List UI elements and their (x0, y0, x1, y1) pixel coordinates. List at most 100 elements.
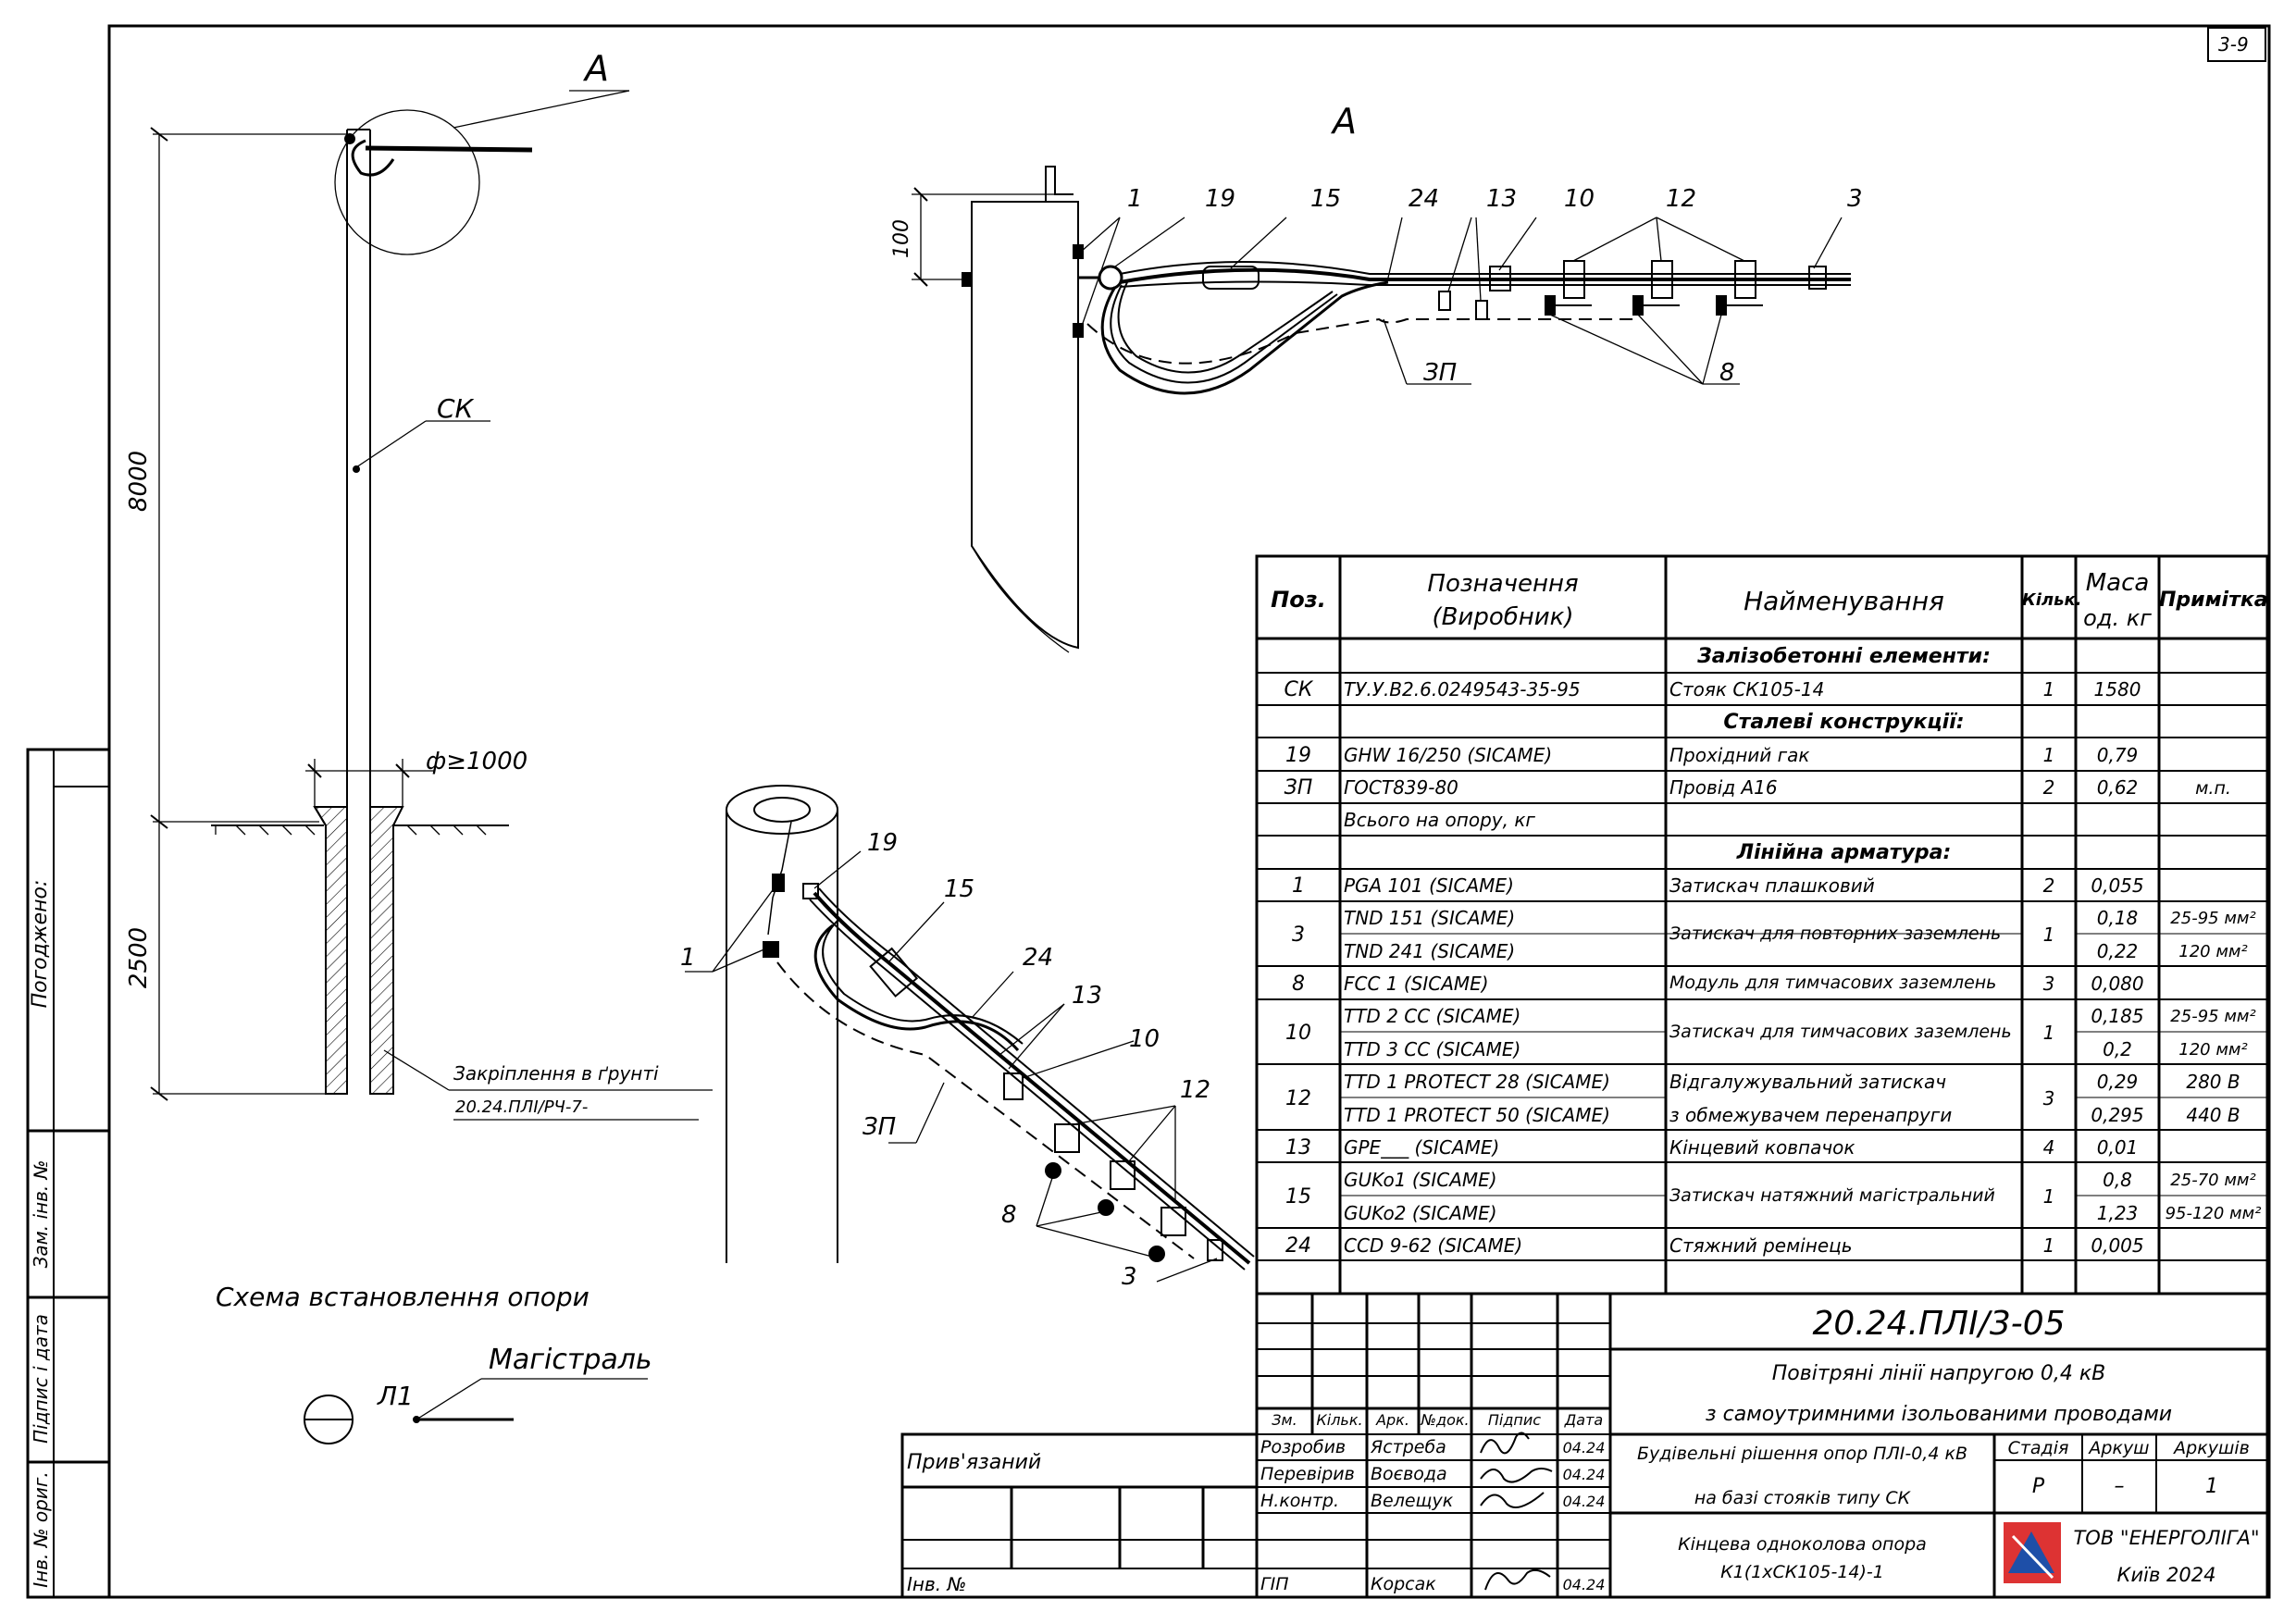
row-13-name: Кінцевий ковпачок (1669, 1136, 1855, 1159)
row-3-note-2: 120 мм² (2178, 942, 2248, 961)
part-line-1: Будівельні рішення опор ПЛІ-0,4 кВ (1637, 1444, 1967, 1464)
sheets-label: Аркушів (2174, 1438, 2250, 1458)
row-ck-qty: 1 (2042, 678, 2055, 700)
header-mass-2: од. кг (2083, 605, 2152, 631)
iso-callout-12: 12 (1180, 1076, 1211, 1104)
detail-callout-1: 1 (1127, 185, 1143, 213)
row-total-label: Всього на опору, кг (1344, 809, 1535, 831)
iso-callout-3: 3 (1122, 1263, 1137, 1291)
row-1-name: Затискач плашковий (1669, 874, 1875, 897)
row-10-note-2: 120 мм² (2178, 1040, 2248, 1060)
pole-view-label: A (585, 48, 609, 89)
row-19-pos: 19 (1285, 744, 1311, 767)
inv-no-label: Інв. № (907, 1573, 967, 1595)
detail-callout-zp: ЗП (1423, 359, 1458, 387)
row-12-name: Відгалужувальний затискач (1669, 1071, 1947, 1093)
project-line-1: Повітряні лінії напругою 0,4 кВ (1771, 1362, 2106, 1385)
iso-callout-19: 19 (867, 829, 899, 857)
row-15-designation-2: GUKo2 (SICAME) (1344, 1202, 1497, 1224)
row-8-pos: 8 (1292, 973, 1305, 996)
detail-callout-13: 13 (1486, 185, 1518, 213)
row-15-note-2: 95-120 мм² (2165, 1204, 2262, 1223)
row-3-designation: TND 151 (SICAME) (1344, 907, 1516, 929)
pole-label: СК (437, 393, 474, 424)
row-3-pos: 3 (1292, 924, 1305, 947)
row-3-designation-2: TND 241 (SICAME) (1344, 940, 1516, 962)
row-12-pos: 12 (1285, 1087, 1311, 1110)
row-8-name: Модуль для тимчасових заземлень (1669, 973, 1997, 993)
stamp-zam-inv: Зам. інв. № (30, 1159, 52, 1269)
row-10-pos: 10 (1285, 1022, 1311, 1045)
col-header-change: Зм. (1272, 1411, 1297, 1429)
row-13-designation: GPE___ (SICAME) (1344, 1136, 1500, 1159)
row-10-designation: TTD 2 CC (SICAME) (1344, 1005, 1521, 1027)
row-ck-designation: ТУ.У.В2.6.0249543-35-95 (1344, 678, 1581, 700)
row-zp-name: Провід А16 (1669, 776, 1778, 799)
iso-callout-13: 13 (1072, 982, 1103, 1010)
iso-callout-15: 15 (944, 875, 975, 903)
staff-role-developer: Розробив (1260, 1437, 1347, 1457)
row-10-mass: 0,185 (2091, 1005, 2144, 1027)
pole-elevation (150, 90, 713, 1121)
sheet-title-2: К1(1хСК105-14)-1 (1720, 1562, 1884, 1582)
row-19-qty: 1 (2042, 744, 2055, 766)
row-19-designation: GHW 16/250 (SICAME) (1344, 744, 1553, 766)
row-19-mass: 0,79 (2096, 744, 2139, 766)
sheet-code: 3-9 (2218, 33, 2249, 56)
row-12-qty: 3 (2042, 1087, 2055, 1110)
col-header-sheet: Арк. (1376, 1411, 1409, 1429)
header-note: Примітка (2159, 589, 2268, 612)
staff-name-checker: Воєвода (1371, 1464, 1447, 1484)
header-designation-1: Позначення (1427, 570, 1579, 598)
sheets-value: 1 (2205, 1475, 2218, 1498)
signatures (1480, 1432, 1553, 1591)
company-logo (2004, 1522, 2061, 1583)
row-8-mass: 0,080 (2091, 973, 2144, 995)
row-3-note: 25-95 мм² (2170, 909, 2256, 928)
col-header-qty: Кільк. (1316, 1411, 1363, 1429)
detail-title: A (1333, 101, 1357, 142)
staff-role-chief-engineer: ГІП (1260, 1574, 1289, 1594)
row-13-mass: 0,01 (2096, 1136, 2139, 1159)
detail-a-drawing (912, 166, 1851, 653)
row-zp-mass: 0,62 (2096, 776, 2139, 799)
title-block-grid (900, 1292, 2269, 1599)
col-header-date: Дата (1564, 1411, 1604, 1429)
row-3-name: Затискач для повторних заземлень (1669, 924, 2002, 944)
row-10-note: 25-95 мм² (2170, 1007, 2256, 1026)
row-12-name-2: з обмежувачем перенапруги (1669, 1104, 1953, 1126)
sheet-code-box (2207, 27, 2266, 62)
row-3-mass-2: 0,22 (2096, 940, 2139, 962)
detail-callout-24: 24 (1409, 185, 1440, 213)
staff-date-developer: 04.24 (1562, 1439, 1606, 1457)
row-zp-pos: ЗП (1284, 776, 1313, 800)
row-1-mass: 0,055 (2091, 874, 2144, 897)
detail-callout-8: 8 (1719, 359, 1735, 387)
staff-date-chief-engineer: 04.24 (1562, 1576, 1606, 1593)
iso-callout-24: 24 (1023, 944, 1054, 972)
row-12-mass-2: 0,295 (2091, 1104, 2144, 1126)
row-zp-qty: 2 (2042, 776, 2055, 799)
staff-name-chief-engineer: Корсак (1371, 1574, 1436, 1594)
line-label: Л1 (378, 1381, 414, 1411)
row-8-qty: 3 (2042, 973, 2055, 995)
iso-callout-8: 8 (1001, 1201, 1017, 1229)
row-24-qty: 1 (2042, 1234, 2055, 1257)
row-zp-designation: ГОСТ839-80 (1344, 776, 1458, 799)
row-12-designation-2: TTD 1 PROTECT 50 (SICAME) (1344, 1104, 1610, 1126)
staff-role-checker: Перевірив (1260, 1464, 1355, 1484)
row-3-mass: 0,18 (2096, 907, 2139, 929)
iso-callout-10: 10 (1129, 1025, 1160, 1053)
row-ck-pos: СК (1284, 678, 1313, 701)
side-stamp-lines (26, 748, 111, 1599)
row-1-pos: 1 (1292, 874, 1305, 898)
row-8-designation: FCC 1 (SICAME) (1344, 973, 1489, 995)
row-13-pos: 13 (1285, 1136, 1311, 1159)
row-24-pos: 24 (1285, 1234, 1311, 1258)
header-qty: Кільк. (2022, 590, 2082, 610)
iso-drawing (685, 785, 1255, 1283)
section-concrete: Залізобетонні елементи: (1697, 645, 1991, 668)
row-15-designation: GUKo1 (SICAME) (1344, 1169, 1497, 1191)
detail-callout-15: 15 (1310, 185, 1342, 213)
sheet-label: Аркуш (2089, 1438, 2150, 1458)
